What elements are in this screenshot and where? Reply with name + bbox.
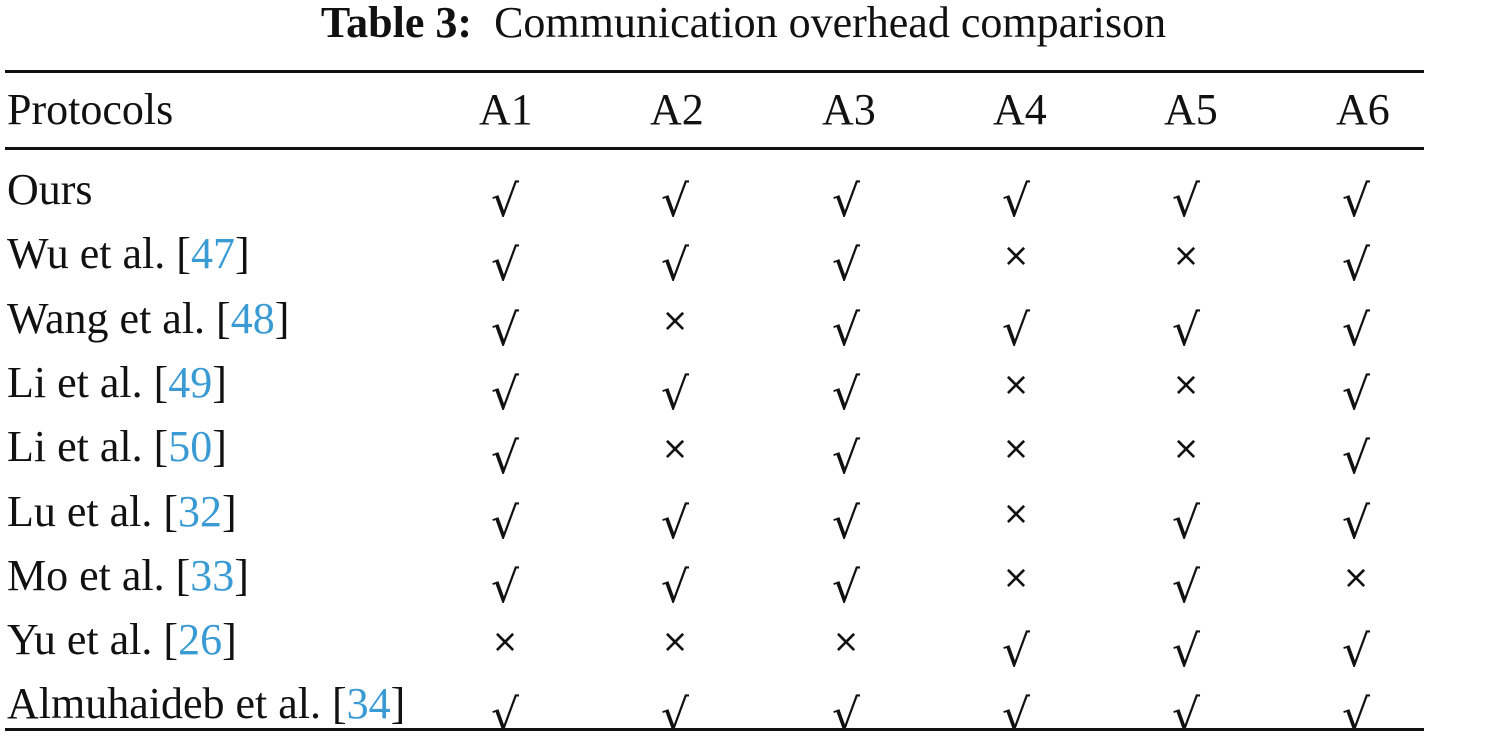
row-label: Li et al. [50]: [7, 422, 227, 472]
cross-mark-icon: ×: [661, 300, 689, 339]
table-header-rule: [5, 147, 1424, 150]
check-mark-icon: √: [660, 176, 690, 227]
check-mark-icon: √: [490, 304, 520, 356]
row-label: Almuhaideb et al. [34]: [7, 679, 406, 729]
check-mark-icon: √: [831, 497, 861, 549]
row-label: Wang et al. [48]: [7, 293, 290, 343]
column-header-a6: A6: [1336, 85, 1390, 134]
protocol-name: Ours: [7, 165, 93, 214]
check-mark-icon: √: [831, 240, 861, 292]
check-mark-icon: √: [490, 176, 520, 227]
table-caption-label: Table 3:: [320, 0, 473, 47]
check-mark-icon: √: [660, 497, 690, 549]
protocol-name: Li et al.: [7, 422, 154, 472]
cross-mark-icon: ×: [1172, 429, 1200, 468]
check-mark-icon: √: [1001, 304, 1031, 356]
citation-link[interactable]: 26: [178, 615, 223, 665]
check-mark-icon: √: [660, 690, 690, 741]
check-mark-icon: √: [831, 690, 861, 741]
check-mark-icon: √: [1171, 626, 1201, 678]
check-mark-icon: √: [1171, 304, 1201, 356]
cross-mark-icon: ×: [1002, 557, 1030, 596]
check-mark-icon: √: [831, 433, 861, 485]
check-mark-icon: √: [490, 368, 520, 420]
citation-link[interactable]: 33: [190, 550, 235, 600]
row-label: Yu et al. [26]: [7, 615, 237, 665]
column-header-a1: A1: [479, 85, 533, 134]
protocol-name: Lu et al.: [7, 486, 164, 536]
row-label: Mo et al. [33]: [7, 550, 249, 600]
row-label: Ours: [7, 165, 93, 215]
check-mark-icon: √: [1341, 176, 1371, 227]
cross-mark-icon: ×: [1172, 236, 1200, 275]
cross-mark-icon: ×: [491, 622, 519, 661]
table-top-rule: [5, 70, 1424, 73]
check-mark-icon: √: [1171, 561, 1201, 613]
check-mark-icon: √: [660, 561, 690, 613]
check-mark-icon: √: [831, 368, 861, 420]
cross-mark-icon: ×: [1002, 364, 1030, 403]
check-mark-icon: √: [490, 497, 520, 549]
cross-mark-icon: ×: [832, 622, 860, 661]
check-mark-icon: √: [1171, 497, 1201, 549]
check-mark-icon: √: [1001, 626, 1031, 678]
column-header-a3: A3: [822, 85, 876, 134]
citation-link[interactable]: 50: [168, 422, 213, 472]
check-mark-icon: √: [831, 304, 861, 356]
check-mark-icon: √: [831, 561, 861, 613]
protocol-name: Li et al.: [7, 357, 154, 407]
cross-mark-icon: ×: [1172, 364, 1200, 403]
cross-mark-icon: ×: [1002, 429, 1030, 468]
check-mark-icon: √: [1341, 433, 1371, 485]
check-mark-icon: √: [1171, 690, 1201, 741]
cross-mark-icon: ×: [1342, 557, 1370, 596]
protocol-name: Wang et al.: [7, 293, 217, 343]
row-label: Wu et al. [47]: [7, 229, 250, 279]
check-mark-icon: √: [1341, 240, 1371, 292]
check-mark-icon: √: [1341, 690, 1371, 741]
check-mark-icon: √: [1341, 304, 1371, 356]
citation-link[interactable]: 47: [190, 229, 235, 279]
column-header-protocols: Protocols: [7, 85, 174, 134]
protocol-name: Wu et al.: [7, 229, 177, 279]
table-bottom-rule: [5, 728, 1424, 731]
table-caption-text: Communication overhead comparison: [494, 0, 1167, 47]
citation-link[interactable]: 32: [178, 486, 223, 536]
column-header-a5: A5: [1164, 85, 1218, 134]
column-header-a2: A2: [650, 85, 704, 134]
cross-mark-icon: ×: [1002, 493, 1030, 532]
check-mark-icon: √: [490, 561, 520, 613]
protocol-name: Mo et al.: [7, 550, 176, 600]
check-mark-icon: √: [831, 176, 861, 227]
citation-link[interactable]: 48: [230, 293, 275, 343]
check-mark-icon: √: [1001, 690, 1031, 741]
citation-link[interactable]: 49: [168, 357, 213, 407]
check-mark-icon: √: [1341, 626, 1371, 678]
check-mark-icon: √: [660, 368, 690, 420]
cross-mark-icon: ×: [661, 622, 689, 661]
protocol-name: Almuhaideb et al.: [7, 679, 333, 729]
check-mark-icon: √: [490, 433, 520, 485]
check-mark-icon: √: [660, 240, 690, 292]
check-mark-icon: √: [1001, 176, 1031, 227]
protocol-name: Yu et al.: [7, 615, 164, 665]
column-header-a4: A4: [993, 85, 1047, 134]
check-mark-icon: √: [1171, 176, 1201, 227]
cross-mark-icon: ×: [661, 429, 689, 468]
check-mark-icon: √: [490, 240, 520, 292]
row-label: Li et al. [49]: [7, 357, 227, 407]
row-label: Lu et al. [32]: [7, 486, 237, 536]
cross-mark-icon: ×: [1002, 236, 1030, 275]
check-mark-icon: √: [490, 690, 520, 741]
check-mark-icon: √: [1341, 368, 1371, 420]
check-mark-icon: √: [1341, 497, 1371, 549]
citation-link[interactable]: 34: [346, 679, 391, 729]
table-caption: Table 3: Communication overhead comparis…: [0, 0, 1487, 52]
